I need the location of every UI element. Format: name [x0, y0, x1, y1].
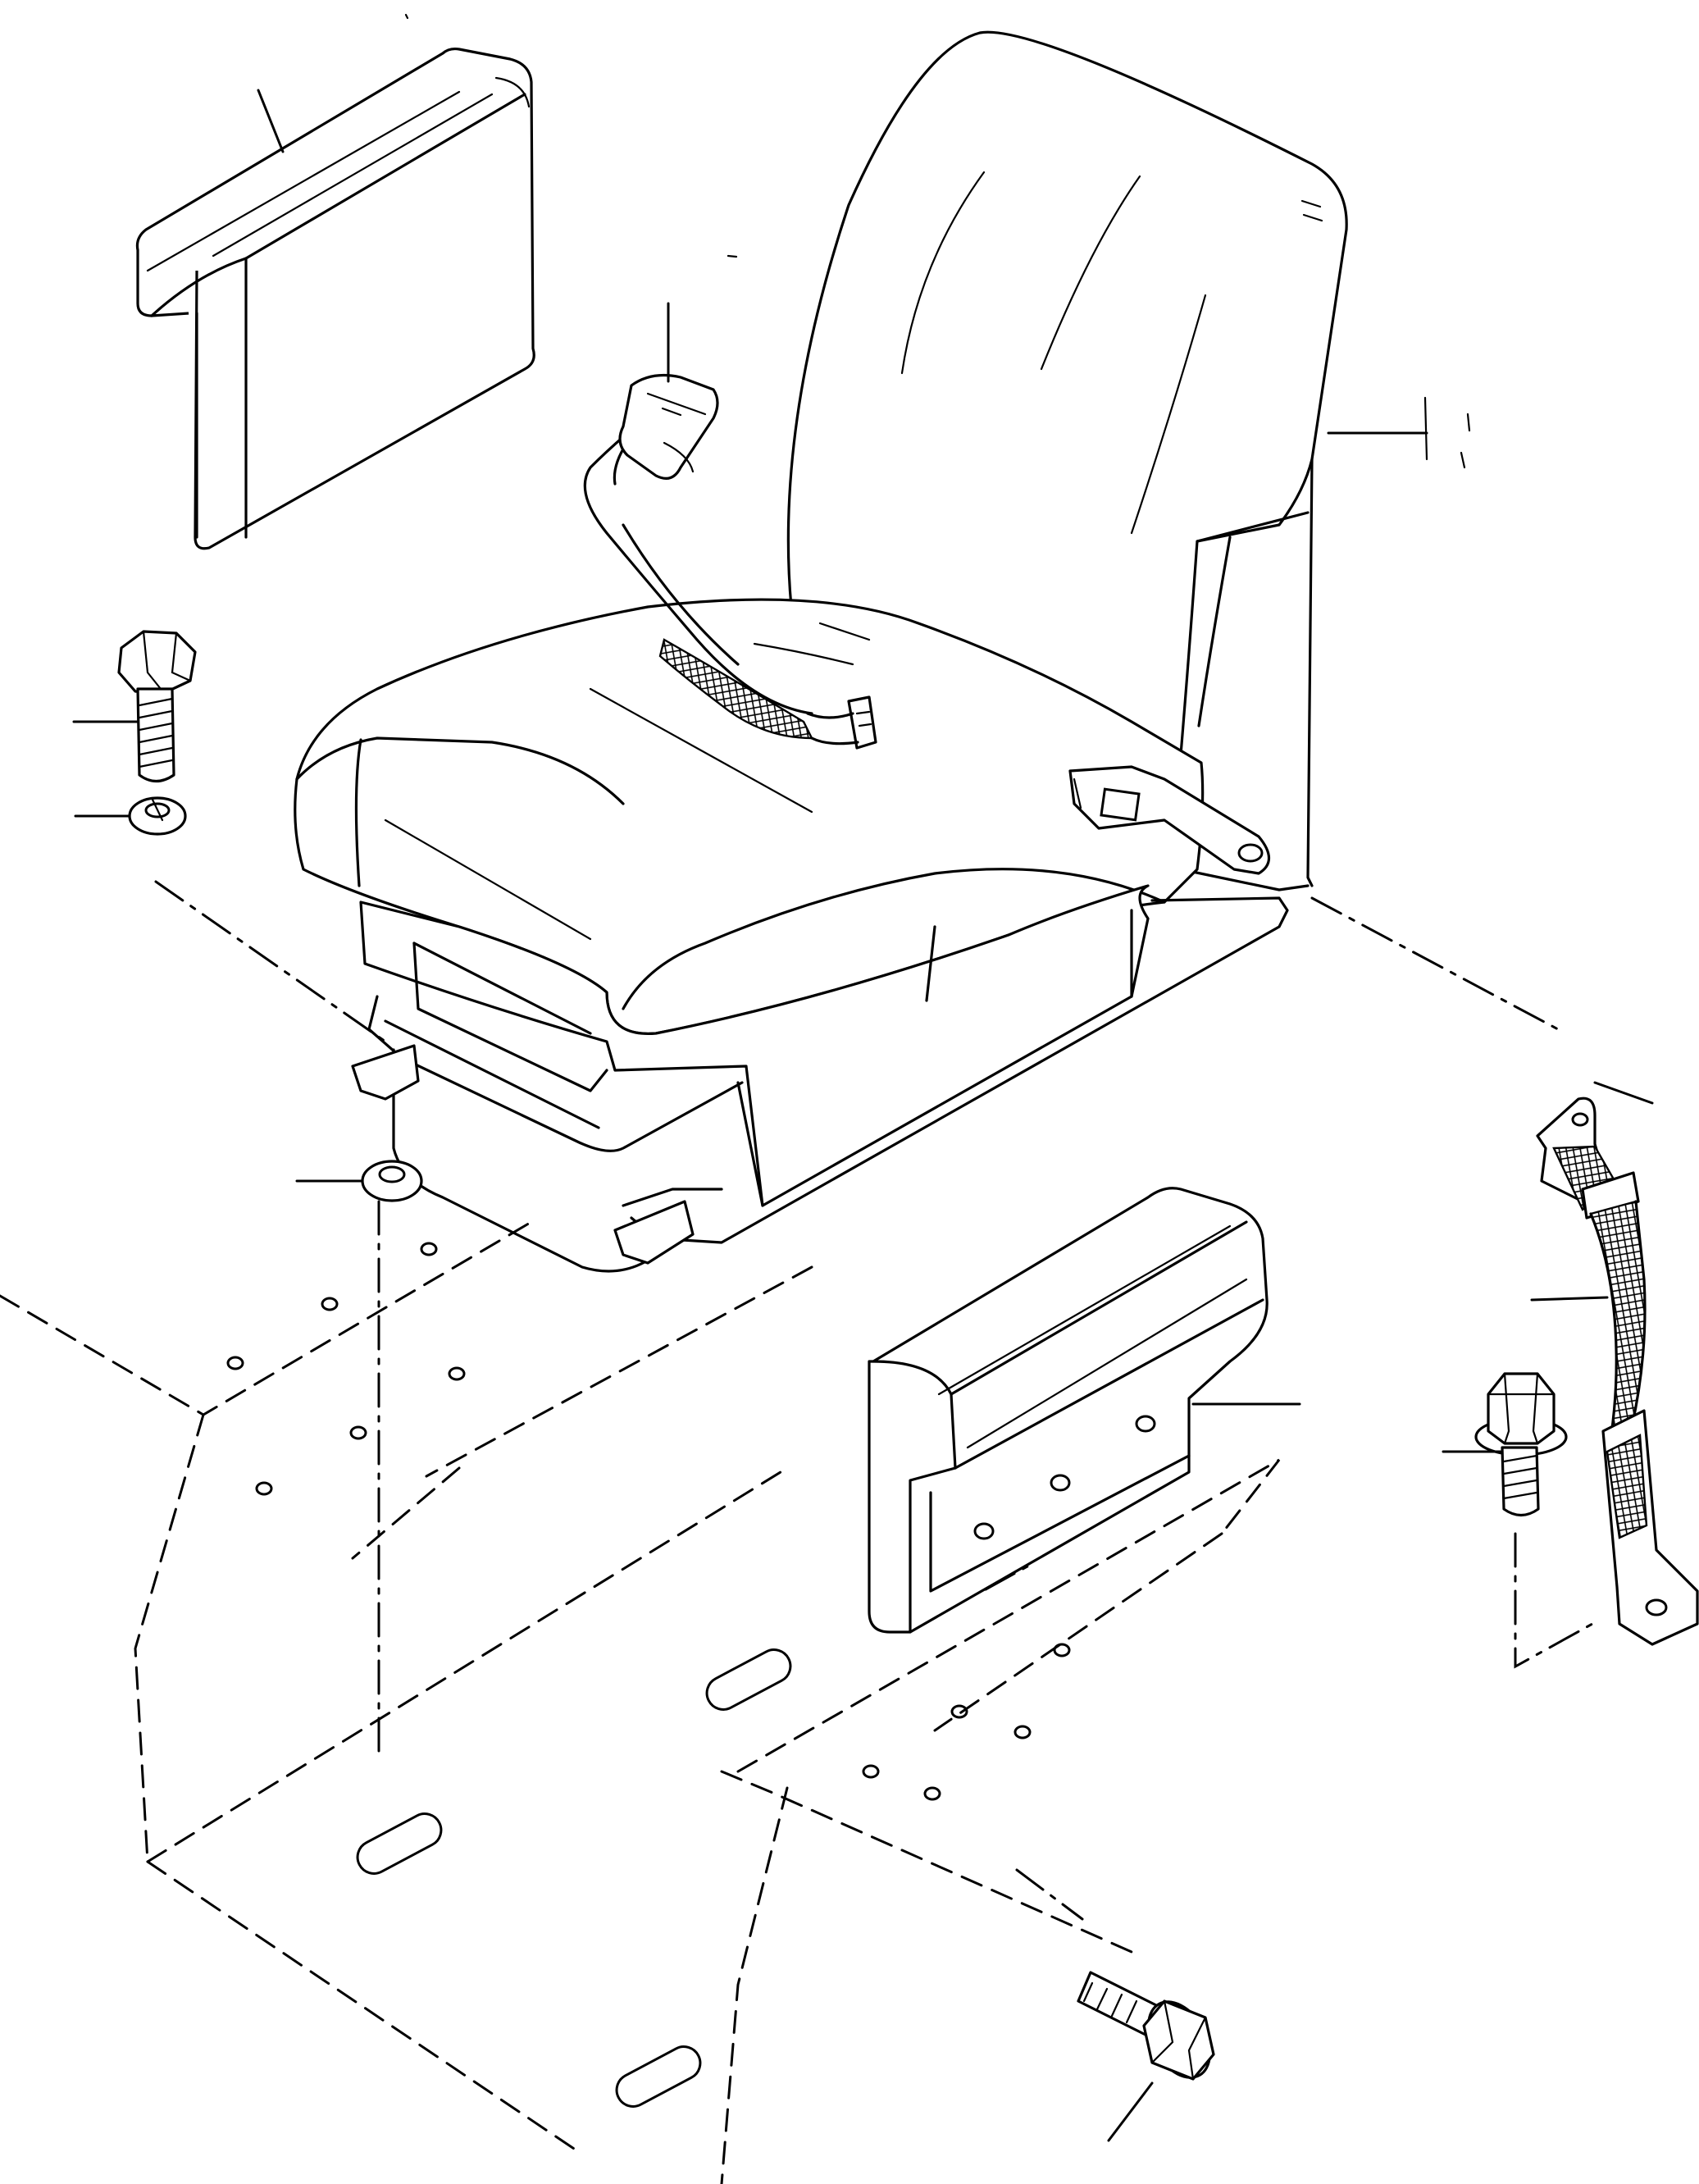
seat-mounting-base	[0, 1220, 1281, 2184]
seat-belt-anchor-strap	[1530, 1081, 1699, 1646]
operator-seat	[294, 30, 1471, 1273]
stray-tick	[404, 13, 409, 20]
left-armrest	[135, 47, 535, 550]
stray-tick	[727, 254, 738, 258]
left-armrest-leader	[257, 89, 285, 153]
lock-washer	[74, 796, 187, 836]
seat-belt-latch	[1068, 765, 1271, 875]
flat-washer	[295, 1160, 423, 1202]
flange-bolt-bottom	[1077, 1971, 1215, 2142]
hex-bolt-upper	[72, 630, 197, 783]
seat-belt-buckle	[618, 302, 877, 750]
right-armrest	[868, 1187, 1301, 1634]
flange-bolt-right	[1442, 1372, 1568, 1517]
